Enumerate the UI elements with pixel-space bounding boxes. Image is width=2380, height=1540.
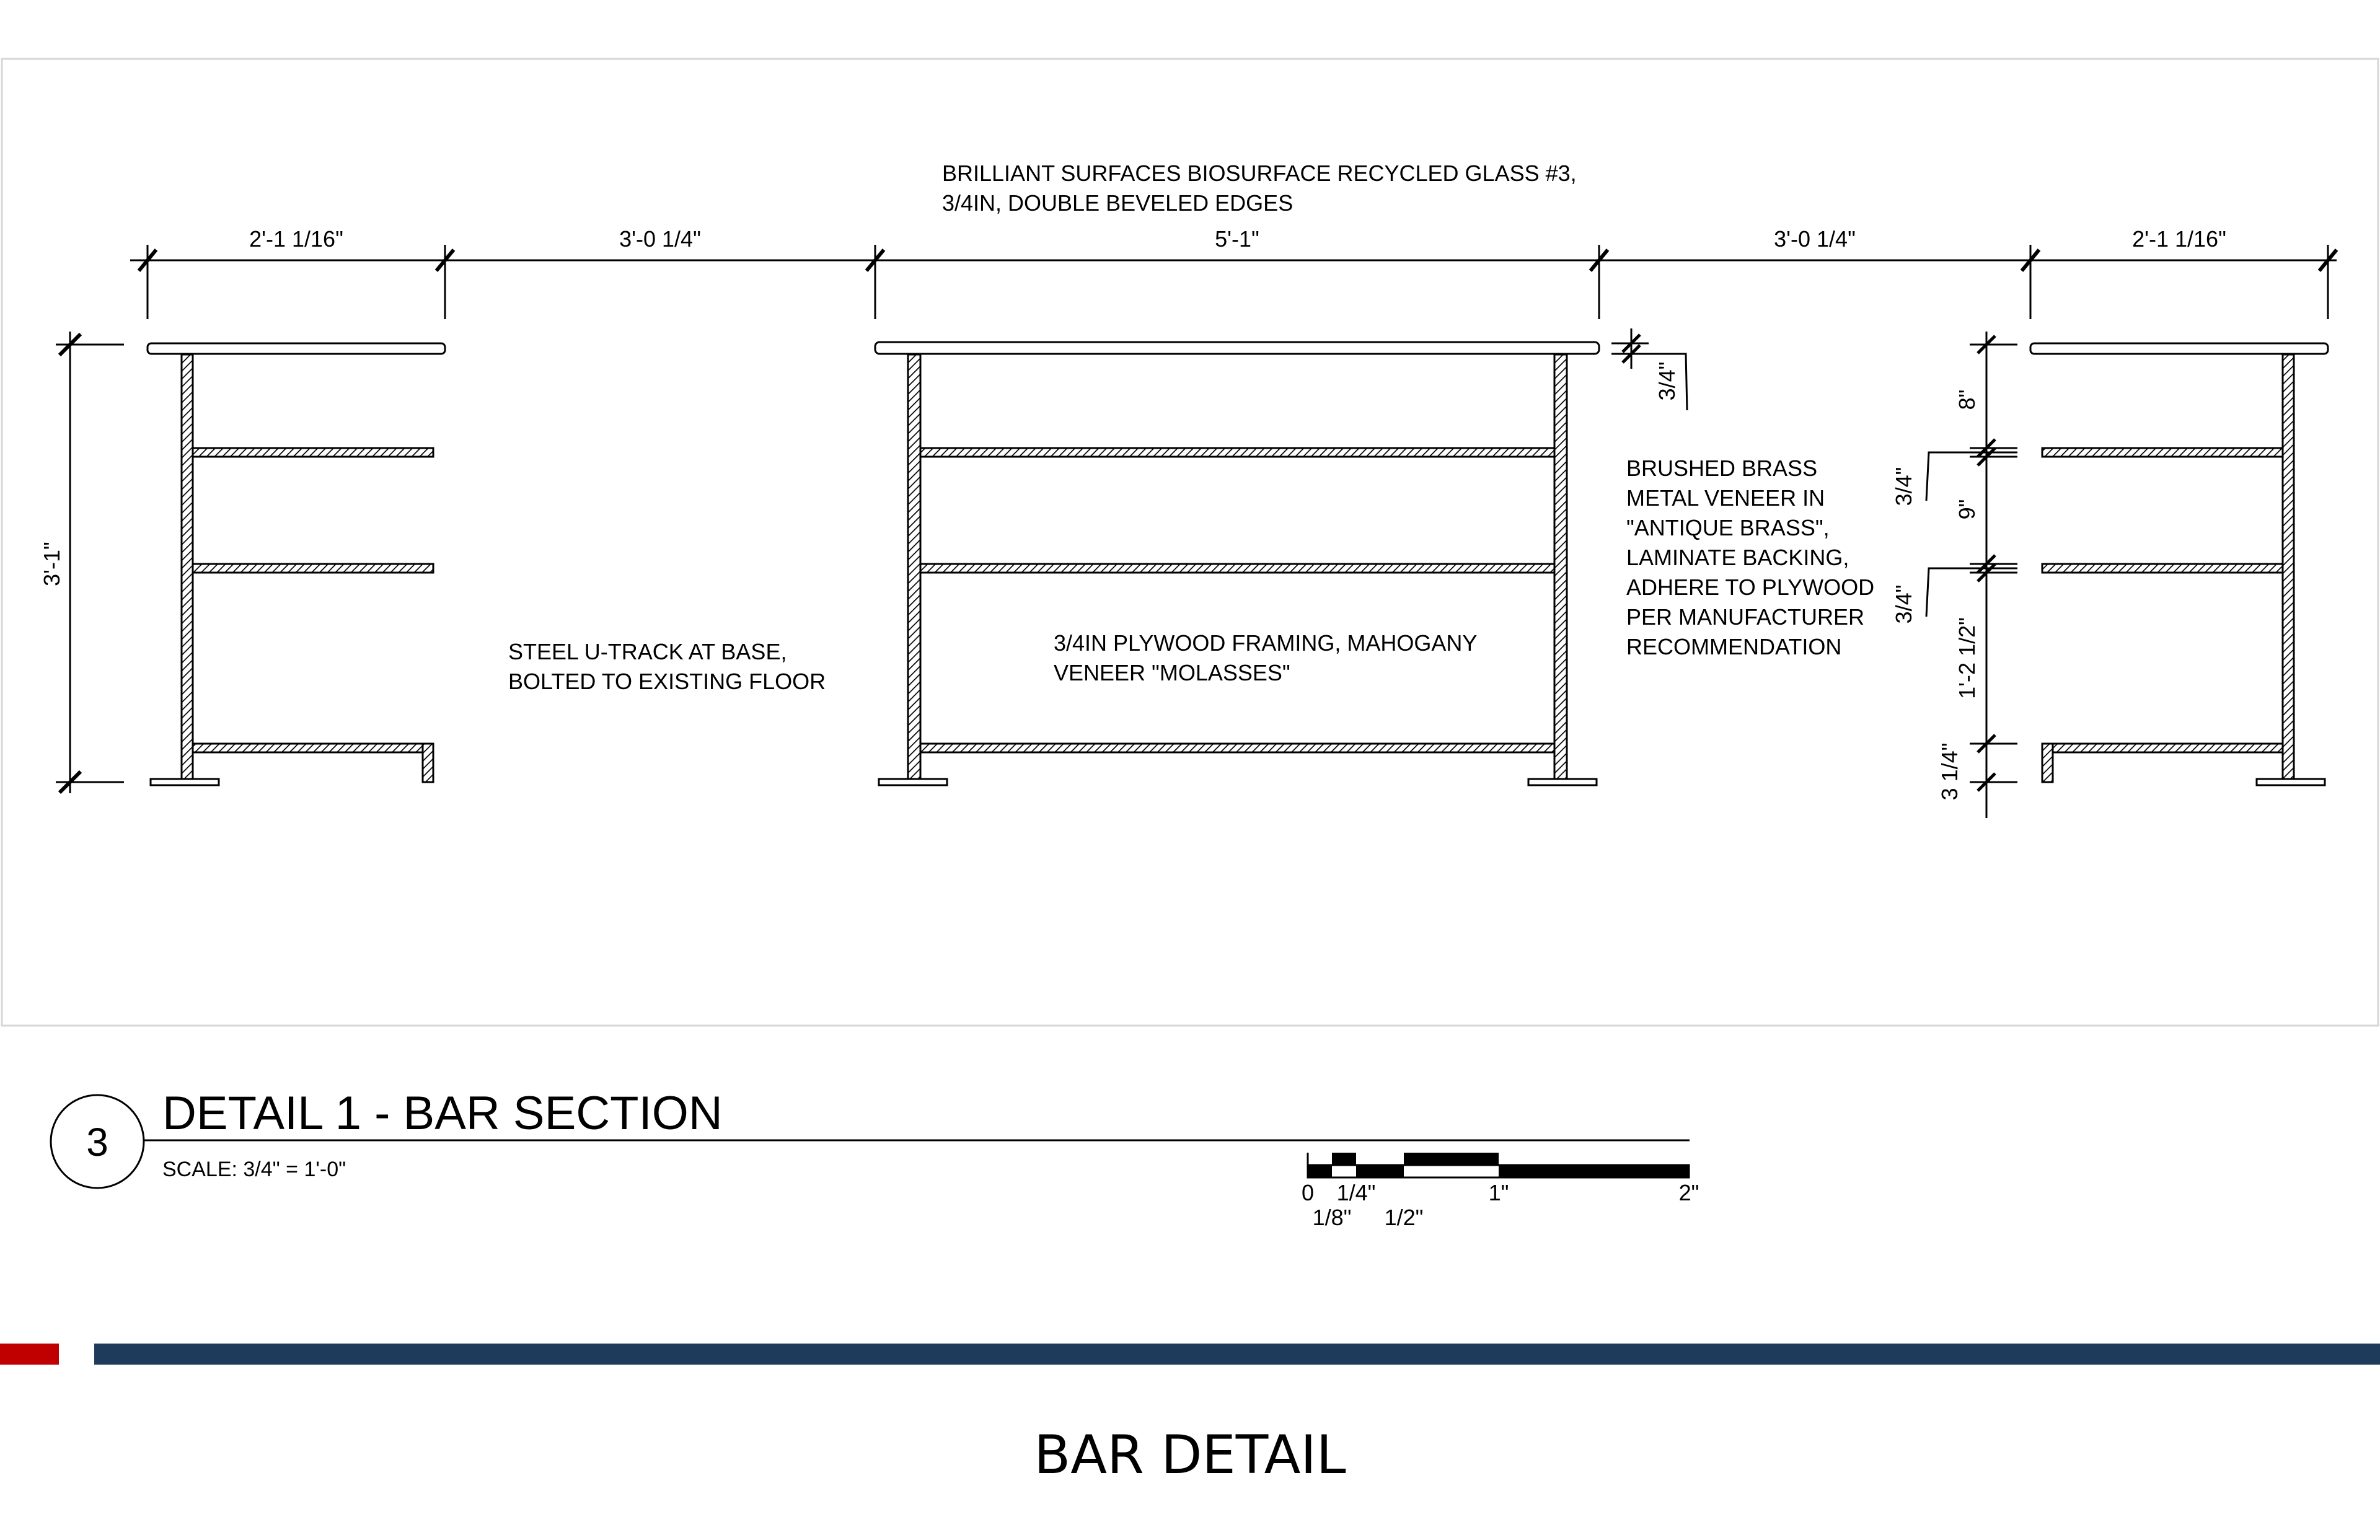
top-dimension-labels: 2'-1 1/16" 3'-0 1/4" 5'-1" 3'-0 1/4" 2'-… <box>249 226 2226 252</box>
right-bay-section <box>2029 342 2329 786</box>
left-bay-shelf-upper <box>192 447 434 458</box>
footer-accent-red-bar <box>0 1344 59 1365</box>
glass-thickness-dimension <box>1611 328 1688 411</box>
center-bar-section <box>874 341 1600 786</box>
left-bay-post <box>180 353 194 783</box>
scale-label-two-inch: 2" <box>1679 1180 1699 1205</box>
left-bay-base-plate <box>149 778 220 786</box>
scale-label-eighth: 1/8" <box>1313 1205 1352 1230</box>
note-brass-line-3: "ANTIQUE BRASS", <box>1626 515 1830 540</box>
footer-accent-navy-bar <box>94 1344 2380 1365</box>
note-glass-top: BRILLIANT SURFACES BIOSURFACE RECYCLED G… <box>942 161 1577 216</box>
scale-label-quarter: 1/4" <box>1337 1180 1376 1205</box>
center-shelf-upper <box>919 447 1556 458</box>
left-bay-shelf-middle <box>192 563 434 574</box>
detail-title-block: 3 DETAIL 1 - BAR SECTION SCALE: 3/4" = 1… <box>50 1087 1690 1189</box>
note-brass-line-7: RECOMMENDATION <box>1626 634 1841 659</box>
scale-label-half: 1/2" <box>1385 1205 1424 1230</box>
right-stack-ticks <box>1977 335 1996 792</box>
dim-left-gap: 3'-0 1/4" <box>619 226 701 252</box>
detail-scale: SCALE: 3/4" = 1'-0" <box>162 1158 346 1181</box>
note-brass-line-2: METAL VENEER IN <box>1626 485 1825 511</box>
dim-middle-to-bottom-shelf: 1'-2 1/2" <box>1954 617 1980 699</box>
overall-height-dimension <box>56 332 124 794</box>
dim-overall-height: 3'-1" <box>39 542 64 586</box>
left-glass-top <box>146 342 446 355</box>
center-shelf-middle <box>919 563 1556 574</box>
note-plywood-line-1: 3/4IN PLYWOOD FRAMING, MAHOGANY <box>1054 630 1477 656</box>
scale-label-one-inch: 1" <box>1489 1180 1509 1205</box>
drawing-viewport-frame <box>1 58 2379 1027</box>
top-dimension-ticks <box>137 249 2338 272</box>
graphic-scale-bar: 0 1/4" 1" 2" 1/8" 1/2" <box>1302 1153 1699 1230</box>
note-u-track-line-2: BOLTED TO EXISTING FLOOR <box>508 669 826 694</box>
dim-base-height: 3 1/4" <box>1937 743 1962 801</box>
dim-upper-shelf-thickness: 3/4" <box>1891 467 1916 506</box>
center-right-base-plate <box>1527 778 1598 786</box>
right-bay-shelf-middle <box>2041 563 2284 574</box>
scale-label-zero: 0 <box>1302 1180 1314 1205</box>
note-u-track: STEEL U-TRACK AT BASE, BOLTED TO EXISTIN… <box>508 639 826 694</box>
dim-left-bay-width: 2'-1 1/16" <box>249 226 343 252</box>
dim-right-bay-width: 2'-1 1/16" <box>2132 226 2226 252</box>
right-bay-u-track-leg <box>2041 742 2054 783</box>
dim-shelf-spacing: 9" <box>1954 499 1980 520</box>
right-bay-shelf-bottom <box>2041 742 2284 754</box>
right-bay-base-plate <box>2255 778 2326 786</box>
center-shelf-bottom <box>919 742 1556 754</box>
center-left-post <box>907 353 922 783</box>
top-dimension-string <box>130 245 2337 319</box>
left-bay-section <box>146 342 446 786</box>
sheet-title: BAR DETAIL <box>1034 1424 1346 1486</box>
note-brass-line-4: LAMINATE BACKING, <box>1626 545 1849 570</box>
dim-top-to-upper-shelf: 8" <box>1954 390 1980 410</box>
note-glass-line-1: BRILLIANT SURFACES BIOSURFACE RECYCLED G… <box>942 161 1577 186</box>
dim-center-width: 5'-1" <box>1215 226 1259 252</box>
note-brass-line-6: PER MANUFACTURER <box>1626 604 1864 630</box>
center-left-base-plate <box>878 778 948 786</box>
dim-middle-shelf-thickness: 3/4" <box>1891 585 1916 624</box>
center-glass-top <box>874 341 1600 355</box>
detail-title: DETAIL 1 - BAR SECTION <box>162 1087 723 1140</box>
dim-glass-thickness: 3/4" <box>1654 362 1680 401</box>
note-glass-line-2: 3/4IN, DOUBLE BEVELED EDGES <box>942 190 1293 216</box>
right-bay-post <box>2281 353 2295 783</box>
note-plywood: 3/4IN PLYWOOD FRAMING, MAHOGANY VENEER "… <box>1054 630 1477 685</box>
note-u-track-line-1: STEEL U-TRACK AT BASE, <box>508 639 787 664</box>
center-right-post <box>1553 353 1568 783</box>
note-brass-veneer: BRUSHED BRASS METAL VENEER IN "ANTIQUE B… <box>1626 455 1874 659</box>
detail-number: 3 <box>86 1120 108 1164</box>
left-bay-u-track-leg <box>421 742 434 783</box>
detail-number-circle <box>50 1094 145 1189</box>
left-bay-shelf-bottom <box>192 742 434 754</box>
note-brass-line-5: ADHERE TO PLYWOOD <box>1626 574 1874 600</box>
right-bay-shelf-upper <box>2041 447 2284 458</box>
note-brass-line-1: BRUSHED BRASS <box>1626 455 1817 481</box>
note-plywood-line-2: VENEER "MOLASSES" <box>1054 660 1290 685</box>
right-glass-top <box>2029 342 2329 355</box>
right-stack-labels: 8" 3/4" 9" 3/4" 1'-2 1/2" 3 1/4" <box>1891 390 1980 801</box>
dim-right-gap: 3'-0 1/4" <box>1774 226 1856 252</box>
